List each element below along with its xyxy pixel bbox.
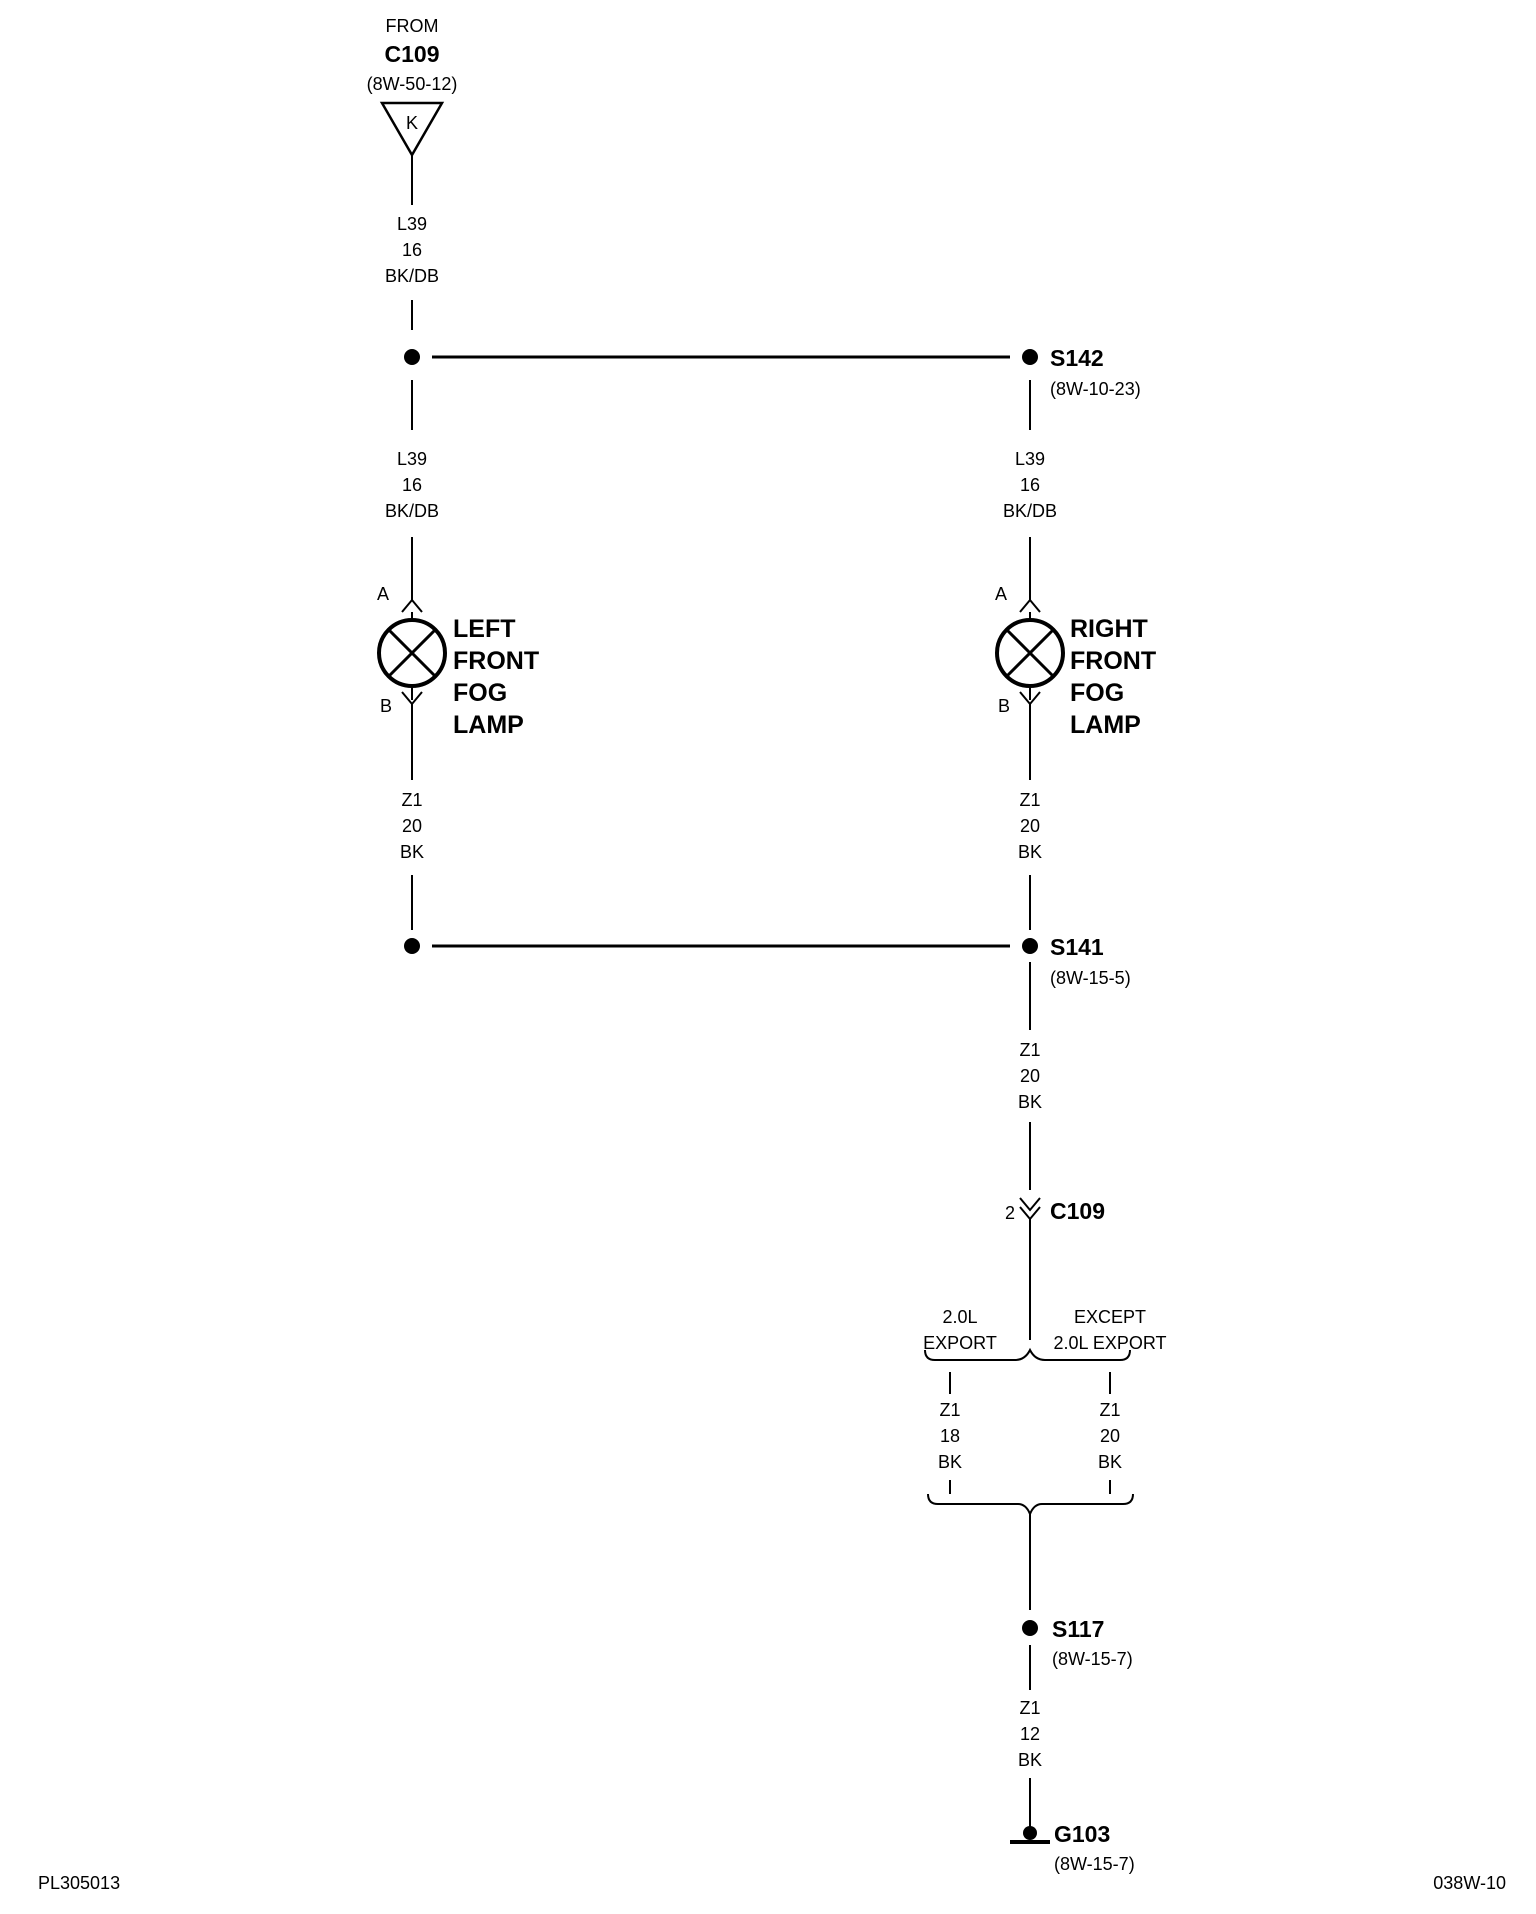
wire-label-color: BK	[1098, 1452, 1122, 1472]
wire-label-color: BK/DB	[1003, 501, 1057, 521]
wire-label-gauge: 20	[1100, 1426, 1120, 1446]
option-brace-bottom-icon	[927, 1493, 1134, 1517]
splice-dot-left-bottom	[404, 938, 420, 954]
wire-label-gauge: 18	[940, 1426, 960, 1446]
connector-c109-name: C109	[1050, 1198, 1105, 1224]
wire-label-color: BK	[1018, 842, 1042, 862]
wire-label-gauge: 20	[1020, 1066, 1040, 1086]
left-lamp-label-line3: FOG	[453, 679, 507, 707]
wire-label-circuit: L39	[1015, 449, 1045, 469]
wire-label-gauge: 20	[1020, 816, 1040, 836]
wire-label-circuit: Z1	[1019, 1040, 1040, 1060]
right-lamp-label-line1: RIGHT	[1070, 615, 1148, 643]
wire-label-circuit: Z1	[1099, 1400, 1120, 1420]
wire-label-color: BK/DB	[385, 501, 439, 521]
wire-label-circuit: Z1	[401, 790, 422, 810]
source-connector-ref: (8W-50-12)	[367, 74, 458, 94]
ground-g103-icon	[1010, 1826, 1050, 1844]
source-connector-pin: K	[406, 113, 418, 133]
splice-s117-dot	[1022, 1620, 1038, 1636]
wire-label-gauge: 16	[402, 475, 422, 495]
wire-label-circuit: Z1	[939, 1400, 960, 1420]
connector-c109-pin: 2	[1005, 1203, 1015, 1223]
wire-label-color: BK	[400, 842, 424, 862]
splice-s142-dot	[1022, 349, 1038, 365]
splice-s142-ref: (8W-10-23)	[1050, 379, 1141, 399]
left-lamp-label-line4: LAMP	[453, 711, 524, 739]
connector-c109-double-chevron-icon	[1019, 1197, 1041, 1221]
right-fog-lamp-icon	[995, 618, 1065, 688]
wire-label-color: BK	[1018, 1092, 1042, 1112]
wire-label-color: BK	[938, 1452, 962, 1472]
left-lamp-label-line2: FRONT	[453, 647, 539, 675]
wire-label-gauge: 12	[1020, 1724, 1040, 1744]
wire-label-circuit: Z1	[1019, 790, 1040, 810]
option-right-line1: EXCEPT	[1074, 1307, 1146, 1327]
footer-right-code: 038W-10	[1433, 1873, 1506, 1893]
footer-left-code: PL305013	[38, 1873, 120, 1893]
connector-chevron-icon	[1019, 598, 1041, 613]
splice-s141-dot	[1022, 938, 1038, 954]
wire-label-color: BK/DB	[385, 266, 439, 286]
source-connector-name: C109	[385, 41, 440, 67]
splice-s117-ref: (8W-15-7)	[1052, 1649, 1133, 1669]
splice-s141-name: S141	[1050, 934, 1104, 960]
wire-label-circuit: L39	[397, 449, 427, 469]
right-lamp-label-line2: FRONT	[1070, 647, 1156, 675]
splice-s141-ref: (8W-15-5)	[1050, 968, 1131, 988]
connector-chevron-icon	[401, 598, 423, 613]
left-lamp-pin-b: B	[380, 696, 392, 716]
option-left-line1: 2.0L	[942, 1307, 977, 1327]
left-fog-lamp-icon	[377, 618, 447, 688]
wire-label-gauge: 16	[1020, 475, 1040, 495]
option-brace-top-icon	[924, 1347, 1131, 1361]
left-lamp-label-line1: LEFT	[453, 615, 516, 643]
right-lamp-label-line3: FOG	[1070, 679, 1124, 707]
source-connector-triangle-icon	[379, 101, 445, 158]
right-lamp-pin-b: B	[998, 696, 1010, 716]
wire-label-circuit: Z1	[1019, 1698, 1040, 1718]
right-lamp-pin-a: A	[995, 584, 1007, 604]
source-from-label: FROM	[386, 16, 439, 36]
option-right-line2: 2.0L EXPORT	[1053, 1333, 1166, 1353]
left-lamp-pin-a: A	[377, 584, 389, 604]
wire-label-gauge: 20	[402, 816, 422, 836]
ground-g103-ref: (8W-15-7)	[1054, 1854, 1135, 1874]
splice-s142-name: S142	[1050, 345, 1104, 371]
option-left-line2: EXPORT	[923, 1333, 997, 1353]
splice-s117-name: S117	[1052, 1616, 1104, 1642]
splice-dot-left-top	[404, 349, 420, 365]
wire-label-gauge: 16	[402, 240, 422, 260]
ground-g103-name: G103	[1054, 1821, 1110, 1847]
right-lamp-label-line4: LAMP	[1070, 711, 1141, 739]
wire-label-circuit: L39	[397, 214, 427, 234]
wire-label-color: BK	[1018, 1750, 1042, 1770]
